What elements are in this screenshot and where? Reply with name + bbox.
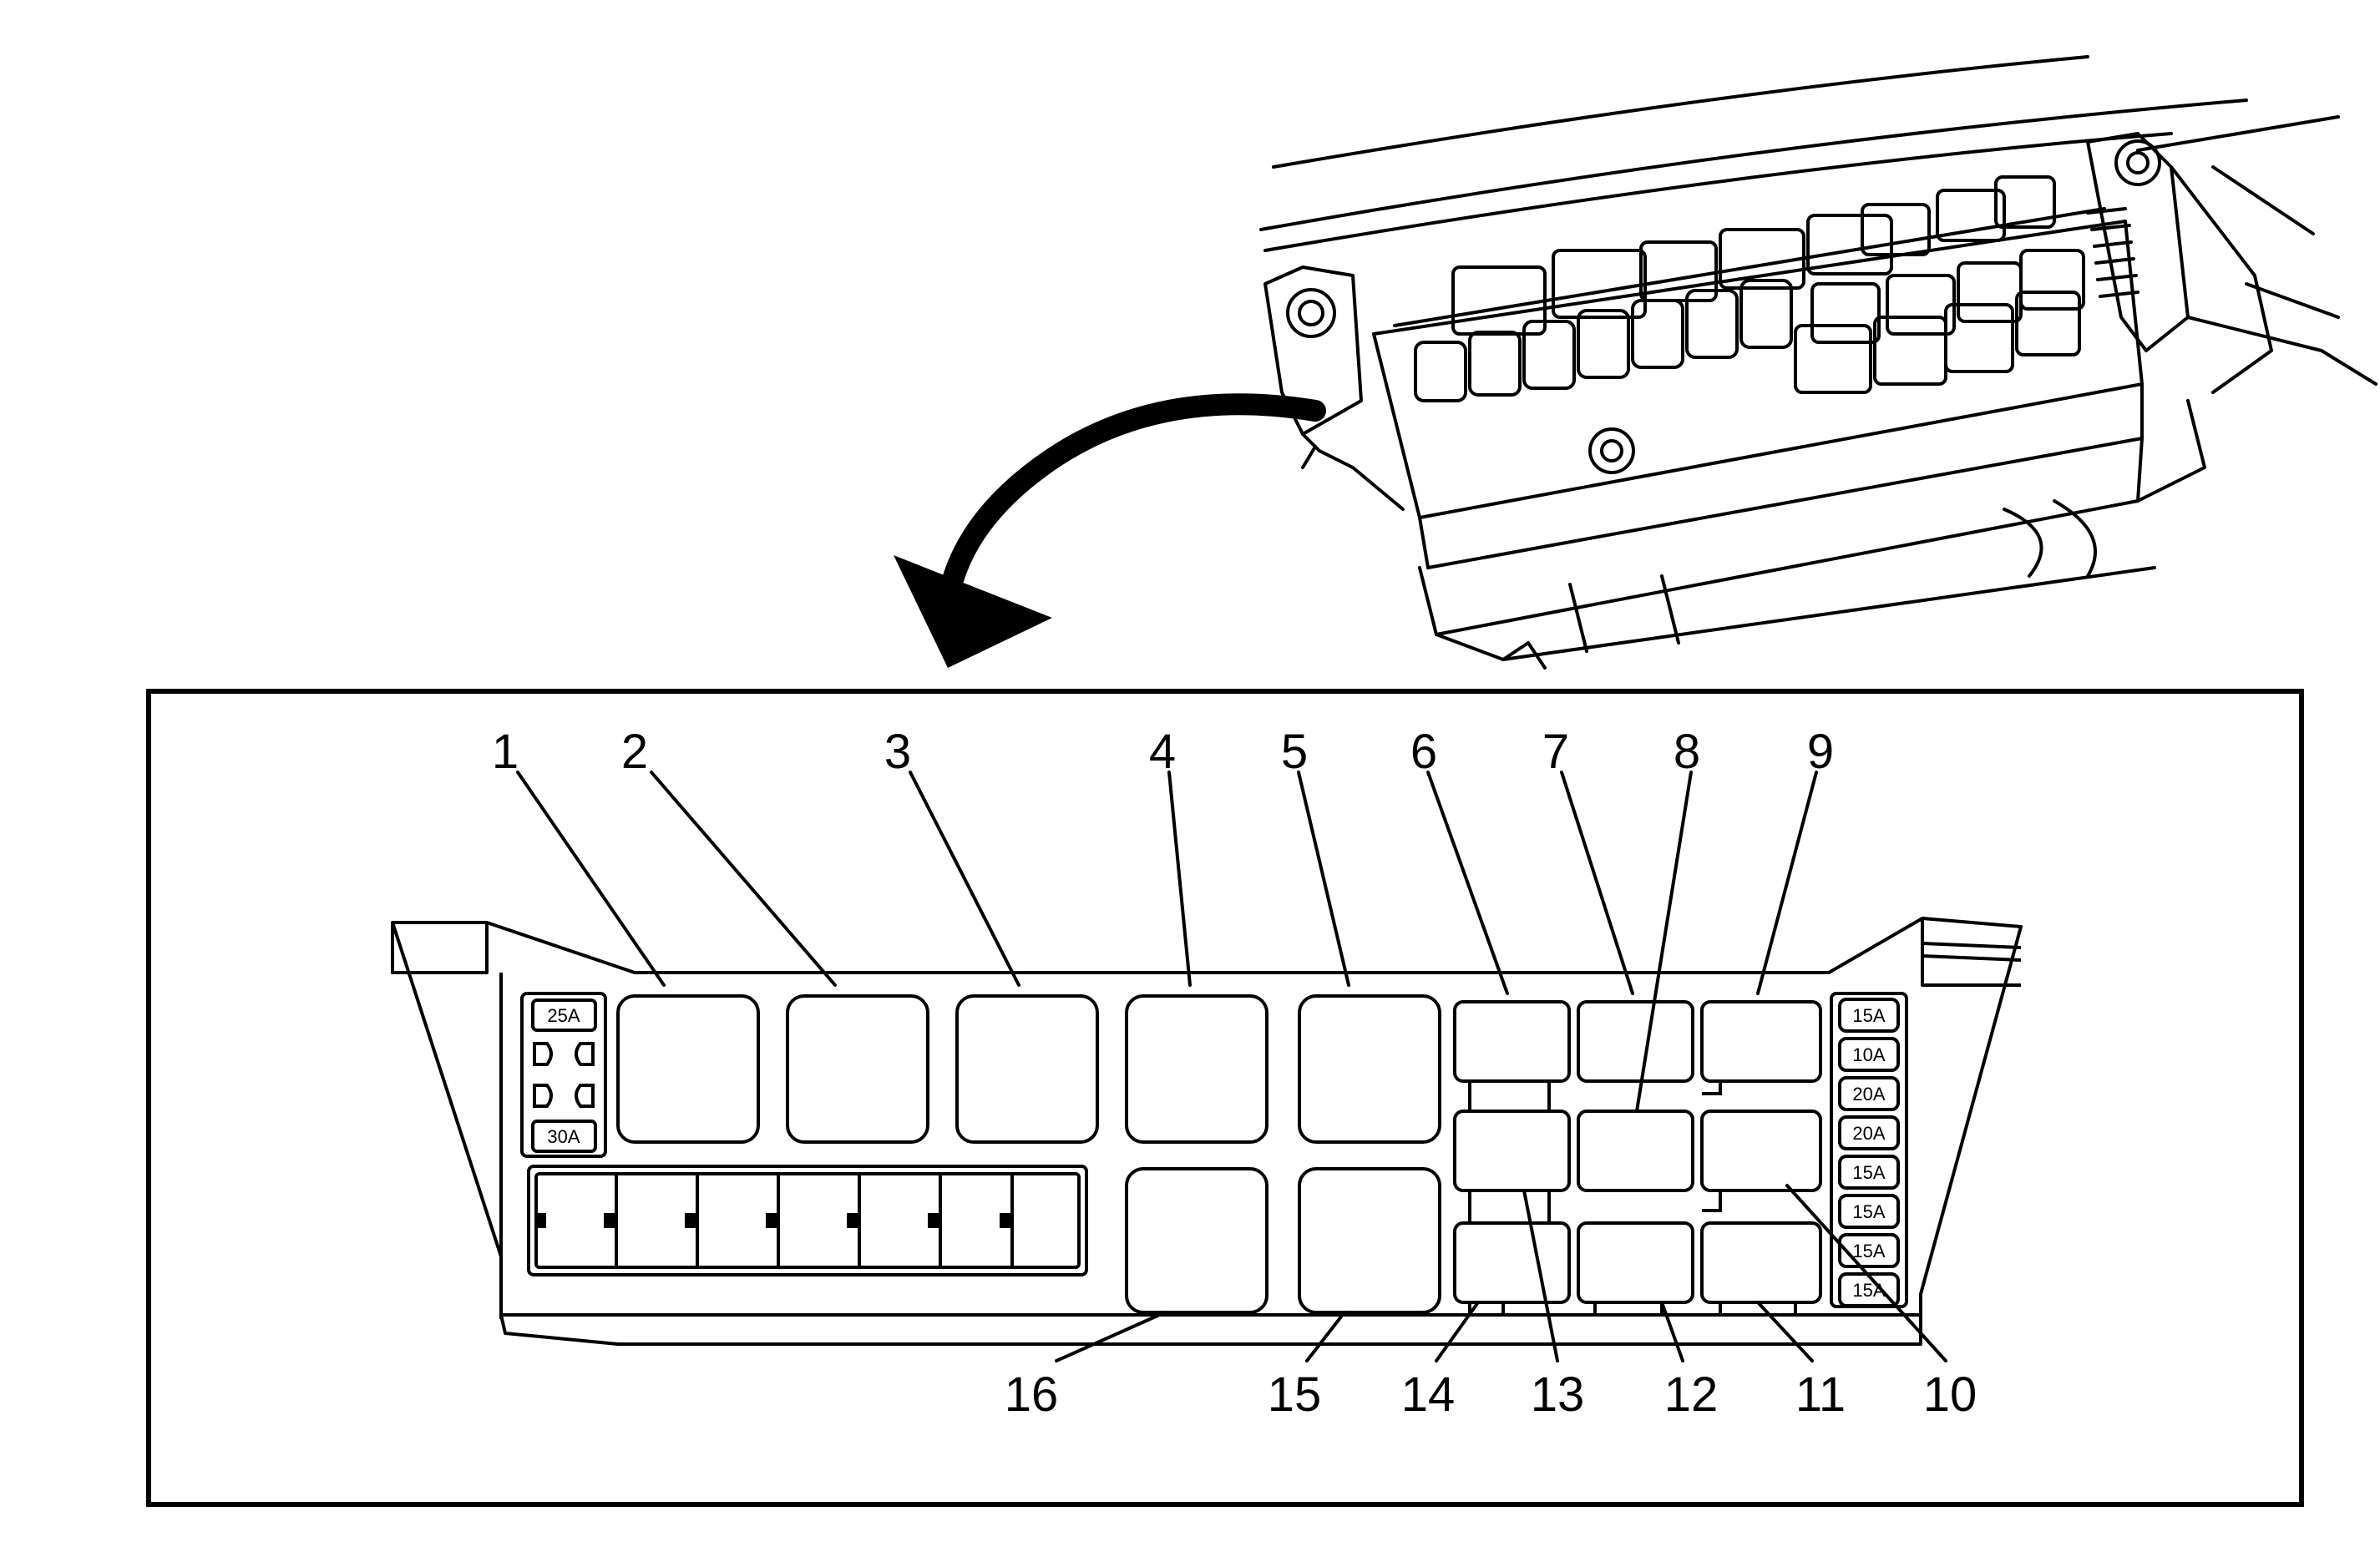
detail-frame <box>146 689 2304 1507</box>
left-fuse-holder <box>520 992 607 1158</box>
relay-8 <box>1577 1110 1694 1192</box>
relay-14 <box>1453 1221 1571 1304</box>
left-fuse-label: 25A <box>547 1005 580 1026</box>
right-fuse-labels: 15A 10A 20A 20A 15A 15A 15A 15A <box>1852 1005 1885 1301</box>
fuse-block-outline <box>391 917 2023 1346</box>
callout-13: 13 <box>1531 1367 1585 1422</box>
callout-10: 10 <box>1923 1367 1977 1422</box>
callout-labels: 1 2 3 4 5 6 7 8 9 10 11 12 13 14 15 16 <box>492 725 1977 1422</box>
right-fuse-label: 15A <box>1852 1005 1885 1026</box>
callout-11: 11 <box>1795 1367 1846 1422</box>
callout-14: 14 <box>1401 1367 1456 1422</box>
relay-16 <box>1125 1167 1268 1314</box>
callout-3: 3 <box>884 725 911 779</box>
left-fuse-label: 30A <box>547 1126 580 1147</box>
relay-13 <box>1453 1110 1571 1192</box>
relay-2 <box>786 994 929 1144</box>
relay-11 <box>1700 1221 1822 1304</box>
relay-15 <box>1298 1167 1441 1314</box>
callout-5: 5 <box>1281 725 1308 779</box>
leader-lines <box>516 771 1947 1362</box>
callout-15: 15 <box>1268 1367 1322 1422</box>
callout-6: 6 <box>1410 725 1437 779</box>
callout-2: 2 <box>621 725 648 779</box>
right-fuse-label: 15A <box>1852 1241 1885 1261</box>
relay-7 <box>1577 1000 1694 1083</box>
right-fuse-label: 10A <box>1852 1044 1885 1065</box>
relay-3 <box>955 994 1099 1144</box>
relay-slots <box>616 994 1822 1315</box>
relay-12 <box>1577 1221 1694 1304</box>
callout-1: 1 <box>492 725 519 779</box>
callout-9: 9 <box>1807 725 1834 779</box>
callout-16: 16 <box>1005 1367 1059 1422</box>
relay-1 <box>616 994 760 1144</box>
callout-12: 12 <box>1664 1367 1719 1422</box>
relay-10 <box>1700 1110 1822 1192</box>
left-fuse-labels: 25A 30A <box>547 1005 580 1147</box>
bottom-fuse-strip <box>527 1165 1088 1276</box>
right-fuse-label: 20A <box>1852 1084 1885 1105</box>
callout-4: 4 <box>1149 725 1176 779</box>
relay-6 <box>1453 1000 1571 1083</box>
pointer-arrow <box>894 393 1326 668</box>
right-fuse-label: 20A <box>1852 1123 1885 1144</box>
relay-9 <box>1700 1000 1822 1083</box>
right-fuse-label: 15A <box>1852 1201 1885 1222</box>
relay-5 <box>1298 994 1441 1144</box>
right-fuse-label: 15A <box>1852 1162 1885 1183</box>
engine-compartment-illustration <box>1259 55 2377 670</box>
right-fuse-column <box>1830 992 1908 1308</box>
relay-4 <box>1125 994 1268 1144</box>
callout-8: 8 <box>1674 725 1700 779</box>
callout-7: 7 <box>1542 725 1569 779</box>
